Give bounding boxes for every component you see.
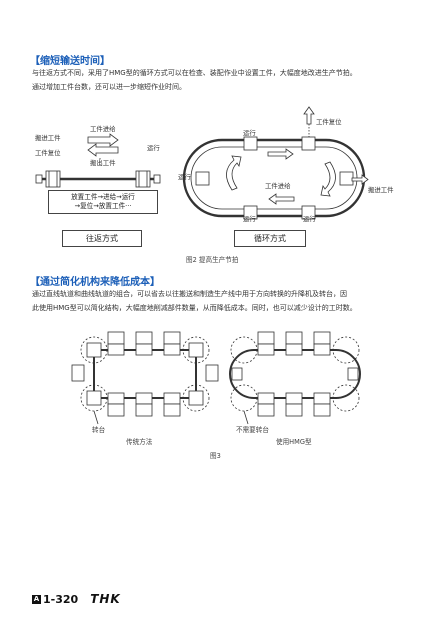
carriage-right xyxy=(135,170,151,188)
return-arrow xyxy=(87,143,119,157)
carriage-top-2 xyxy=(301,136,316,151)
label-turntable: 转台 xyxy=(92,426,106,434)
label-run-bottom-right: 运行 xyxy=(303,215,316,223)
oval-rail-inner xyxy=(190,146,358,210)
brand-logo: THK xyxy=(90,592,121,606)
section2-line1: 通过直线轨道和曲线轨道的组合，可以省去以往搬送和制造生产线中用于方向转换的升降机… xyxy=(32,290,347,298)
label-load-workpiece-right: 搬进工件 xyxy=(368,186,394,194)
rail-end-right xyxy=(153,174,161,184)
label-workpiece-advance-right: 工件进给 xyxy=(265,182,291,190)
section1-line2: 通过增加工件台数，还可以进一步缩短作业时间。 xyxy=(32,83,186,91)
figure2-caption: 图2 提高生产节拍 xyxy=(186,256,239,264)
oval-rail-outer xyxy=(182,138,366,218)
return-up-arrow xyxy=(303,106,315,125)
carriage-top-1 xyxy=(243,136,258,151)
label-run-left-curve: 运行 xyxy=(178,173,191,181)
traditional-layout xyxy=(71,331,219,425)
station-bottom-1 xyxy=(107,392,125,405)
advance-arrow xyxy=(87,133,119,147)
carriage-bottom-1 xyxy=(243,205,258,220)
top-run-arrow xyxy=(267,148,294,160)
station-top-1 xyxy=(107,331,125,345)
label-workpiece-advance-left: 工件进给 xyxy=(90,125,116,133)
label-load-workpiece-left: 搬进工件 xyxy=(35,134,61,142)
mode-label-circulating: 循环方式 xyxy=(234,230,306,247)
page-number: 1-320 xyxy=(43,592,79,606)
label-run-bottom-left: 运行 xyxy=(243,215,256,223)
mode-label-reciprocating: 往返方式 xyxy=(62,230,142,247)
carriage-bottom-2 xyxy=(301,205,316,220)
label-workpiece-return-right: 工件复位 xyxy=(316,118,342,126)
right-curve-arrow xyxy=(320,161,336,197)
label-run-left: 运行 xyxy=(147,144,160,152)
load-right-arrow xyxy=(351,174,369,185)
label-run-top: 运行 xyxy=(243,129,256,137)
bottom-run-arrow xyxy=(268,193,295,205)
section-title-reduce-cost: 【通过简化机构来降低成本】 xyxy=(30,277,160,288)
label-workpiece-return-left: 工件复位 xyxy=(35,149,61,157)
section1-paragraph: 与往返方式不同，采用了HMG型的循环方式可以在检查、装配作业中设置工件，大幅度地… xyxy=(32,66,422,94)
rail-end-left xyxy=(35,174,43,184)
section-title-shorten-transport-time: 【缩短输送时间】 xyxy=(30,56,110,67)
station-bottom-3 xyxy=(163,392,181,405)
sequence-box: 放置工件→进给→运行 →复位→放置工件··· xyxy=(48,190,158,214)
section2-paragraph: 通过直线轨道和曲线轨道的组合，可以省去以往搬送和制造生产线中用于方向转换的升降机… xyxy=(32,287,427,315)
station-top-2 xyxy=(135,331,153,345)
section-badge: A xyxy=(32,594,41,604)
section2-line2: 此使用HMG型可以简化结构，大幅度地削减部件数量，从而降低成本。同时，也可以减少… xyxy=(32,304,357,312)
station-bottom-2 xyxy=(135,392,153,405)
hmg-layout xyxy=(229,331,361,425)
turntable-bottom-right xyxy=(182,384,210,412)
label-no-turntable: 不需要转台 xyxy=(236,426,269,434)
carriage-curve-left xyxy=(195,171,210,186)
page-footer: A 1-320 THK xyxy=(32,592,121,606)
sequence-line2: →复位→放置工件··· xyxy=(74,202,132,210)
station-top-3 xyxy=(163,331,181,345)
left-curve-arrow xyxy=(226,155,242,191)
section1-line1: 与往返方式不同，采用了HMG型的循环方式可以在检查、装配作业中设置工件，大幅度地… xyxy=(32,69,357,77)
label-unload-workpiece: 搬出工件 xyxy=(90,159,116,167)
sequence-line1: 放置工件→进给→运行 xyxy=(71,193,135,201)
carriage-left xyxy=(45,170,61,188)
label-using-hmg: 使用HMG型 xyxy=(276,438,312,446)
turntable-top-left xyxy=(80,336,108,364)
reciprocating-diagram xyxy=(35,133,161,188)
turntable-top-right xyxy=(182,336,210,364)
label-traditional-method: 传统方法 xyxy=(126,438,153,446)
figure3-caption: 图3 xyxy=(210,452,221,460)
circulating-diagram xyxy=(182,106,369,220)
